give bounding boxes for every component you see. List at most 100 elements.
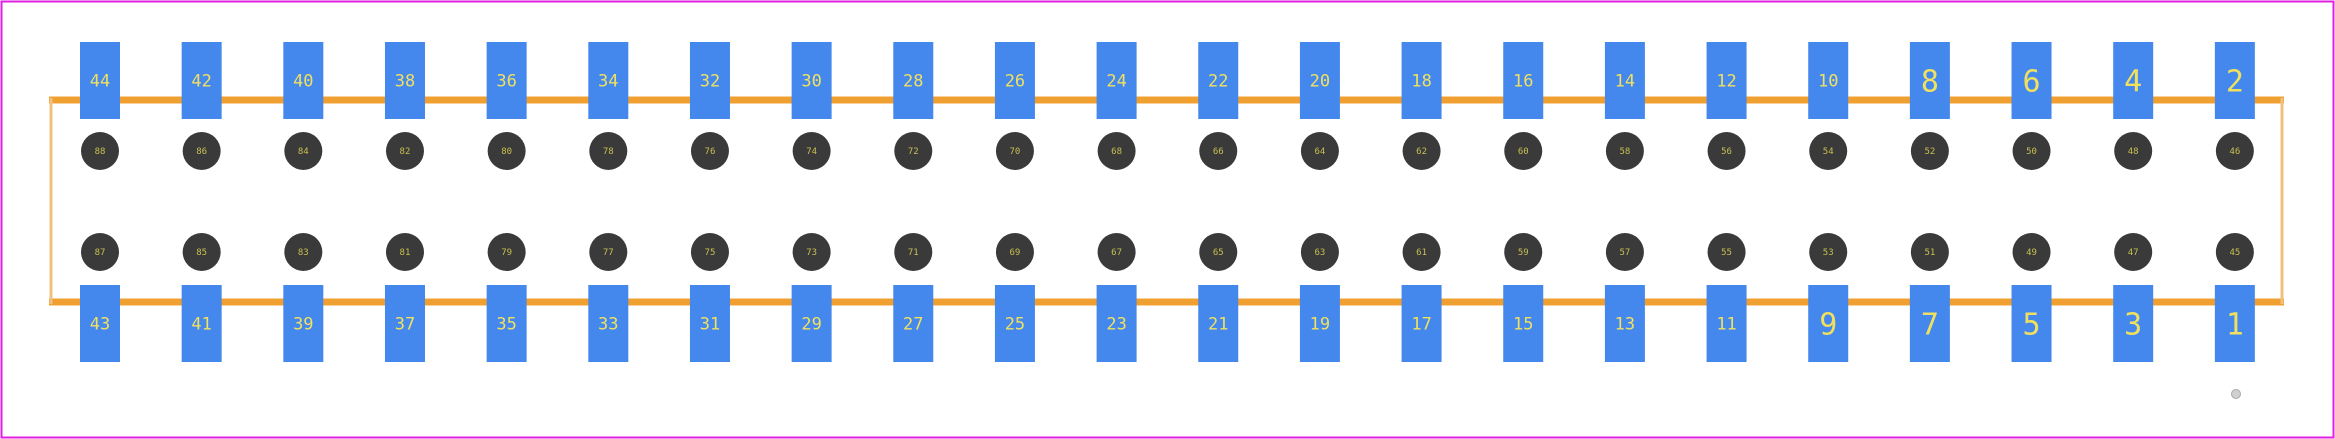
pad-number: 10 bbox=[1818, 72, 1838, 92]
hole-circle bbox=[81, 233, 119, 271]
pad-rect bbox=[689, 285, 730, 362]
pad-number: 32 bbox=[700, 72, 720, 92]
hole-number: 82 bbox=[400, 147, 411, 157]
pad-number: 8 bbox=[1921, 65, 1939, 100]
hole-circle bbox=[589, 132, 628, 170]
hole-circle bbox=[284, 233, 323, 271]
hole-number: 57 bbox=[1619, 248, 1630, 258]
drill-hole: 52 bbox=[1910, 132, 1949, 170]
hole-circle bbox=[1707, 132, 1746, 170]
pad-rect bbox=[1299, 285, 1340, 362]
pad-number: 39 bbox=[293, 315, 313, 335]
pad-rect bbox=[80, 42, 120, 119]
pad-rect bbox=[1604, 285, 1645, 362]
hole-circle bbox=[995, 132, 1034, 170]
drill-hole: 62 bbox=[1402, 132, 1441, 170]
pad-number: 16 bbox=[1513, 72, 1533, 92]
drill-hole: 88 bbox=[81, 132, 119, 170]
pad-rect bbox=[791, 42, 832, 119]
hole-circle bbox=[690, 233, 729, 271]
smd-pad: 1 bbox=[2214, 285, 2255, 362]
pad-number: 23 bbox=[1106, 315, 1126, 335]
pad-rect bbox=[1706, 285, 1747, 362]
hole-number: 66 bbox=[1213, 147, 1224, 157]
pad-number: 4 bbox=[2124, 65, 2142, 100]
drill-hole: 72 bbox=[894, 132, 933, 170]
pad-rect bbox=[2214, 285, 2255, 362]
drill-hole: 68 bbox=[1097, 132, 1136, 170]
pad-rect bbox=[384, 285, 425, 362]
hole-number: 68 bbox=[1111, 147, 1122, 157]
smd-pad: 4 bbox=[2113, 42, 2154, 119]
pad-number: 27 bbox=[903, 315, 923, 335]
smd-pad: 23 bbox=[1096, 285, 1137, 362]
smd-pad: 14 bbox=[1604, 42, 1645, 119]
hole-number: 49 bbox=[2026, 248, 2037, 258]
smd-pad: 39 bbox=[283, 285, 324, 362]
smd-pad: 16 bbox=[1503, 42, 1544, 119]
hole-circle bbox=[690, 132, 729, 170]
hole-number: 58 bbox=[1619, 147, 1630, 157]
smd-pad: 26 bbox=[994, 42, 1035, 119]
smd-pad: 6 bbox=[2011, 42, 2052, 119]
pad-number: 9 bbox=[1819, 308, 1837, 343]
pad-number: 24 bbox=[1106, 72, 1126, 92]
hole-number: 67 bbox=[1111, 248, 1122, 258]
smd-pad: 41 bbox=[181, 285, 222, 362]
hole-number: 47 bbox=[2128, 248, 2139, 258]
smd-pad: 40 bbox=[283, 42, 324, 119]
hole-number: 53 bbox=[1823, 248, 1834, 258]
hole-circle bbox=[182, 233, 221, 271]
pad-rect bbox=[1706, 42, 1747, 119]
drill-hole: 56 bbox=[1707, 132, 1746, 170]
hole-number: 48 bbox=[2128, 147, 2139, 157]
hole-circle bbox=[1402, 233, 1441, 271]
pad-number: 40 bbox=[293, 72, 313, 92]
smd-pad: 42 bbox=[181, 42, 222, 119]
pad-number: 34 bbox=[598, 72, 618, 92]
pad-rect bbox=[486, 285, 527, 362]
pad-rect bbox=[181, 42, 222, 119]
pad-number: 35 bbox=[496, 315, 516, 335]
hole-number: 63 bbox=[1314, 248, 1325, 258]
hole-circle bbox=[2114, 132, 2153, 170]
smd-pad: 34 bbox=[588, 42, 629, 119]
pad-rect bbox=[689, 42, 730, 119]
pad-number: 38 bbox=[395, 72, 415, 92]
pad-number: 33 bbox=[598, 315, 618, 335]
pad-number: 18 bbox=[1411, 72, 1431, 92]
pad-number: 44 bbox=[90, 72, 110, 92]
drill-hole: 65 bbox=[1199, 233, 1238, 271]
smd-pad: 18 bbox=[1401, 42, 1442, 119]
drill-hole: 50 bbox=[2012, 132, 2051, 170]
hole-circle bbox=[1605, 132, 1644, 170]
drill-hole: 73 bbox=[792, 233, 831, 271]
pad-number: 3 bbox=[2124, 308, 2142, 343]
pad-rect bbox=[181, 285, 222, 362]
smd-pad: 7 bbox=[1909, 285, 1950, 362]
hole-circle bbox=[894, 132, 933, 170]
pad-number: 36 bbox=[496, 72, 516, 92]
hole-number: 73 bbox=[806, 248, 817, 258]
pad-rect bbox=[1401, 42, 1442, 119]
hole-circle bbox=[2114, 233, 2153, 271]
hole-circle bbox=[1504, 132, 1543, 170]
pad-number: 31 bbox=[700, 315, 720, 335]
pad-number: 6 bbox=[2023, 65, 2041, 100]
hole-circle bbox=[1809, 132, 1848, 170]
drill-hole: 51 bbox=[1910, 233, 1949, 271]
pad-rect bbox=[2113, 42, 2154, 119]
smd-pad: 17 bbox=[1401, 285, 1442, 362]
hole-circle bbox=[2215, 233, 2254, 271]
drill-hole: 66 bbox=[1199, 132, 1238, 170]
hole-circle bbox=[2012, 233, 2051, 271]
smd-pad: 24 bbox=[1096, 42, 1137, 119]
smd-pad: 21 bbox=[1198, 285, 1239, 362]
hole-number: 80 bbox=[501, 147, 512, 157]
hole-circle bbox=[2012, 132, 2051, 170]
hole-circle bbox=[487, 132, 526, 170]
hole-number: 45 bbox=[2229, 248, 2240, 258]
pad-rect bbox=[994, 285, 1035, 362]
pad-number: 29 bbox=[801, 315, 821, 335]
pad-number: 19 bbox=[1310, 315, 1330, 335]
